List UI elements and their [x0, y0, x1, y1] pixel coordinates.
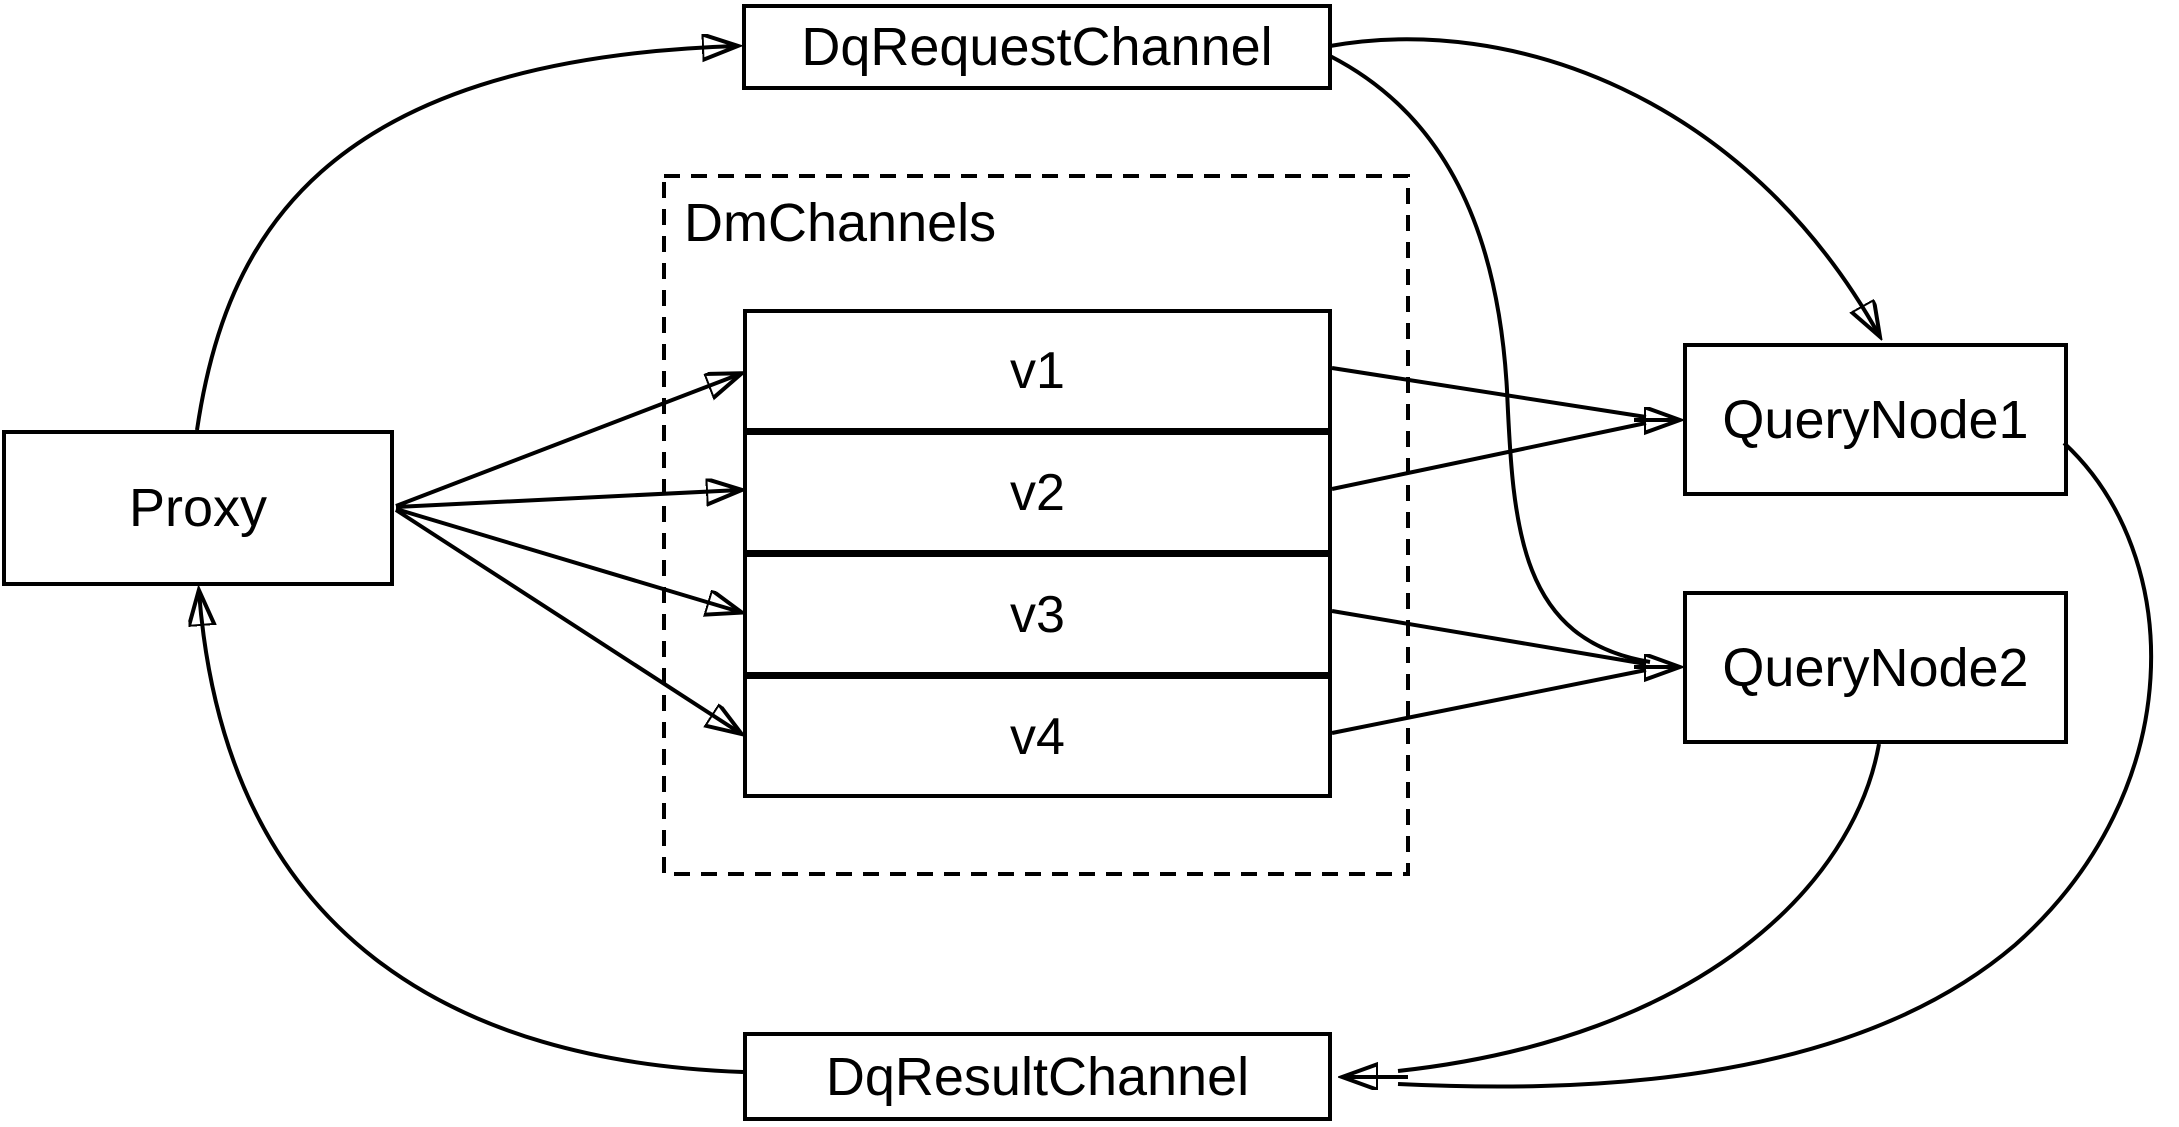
- dm-channels-stack: v1 v2 v3 v4: [743, 309, 1332, 798]
- edge-dqrequestchannel-to-querynode1: [1329, 37, 1879, 335]
- channel-row-v1: v1: [747, 313, 1328, 435]
- node-proxy: Proxy: [2, 430, 394, 586]
- node-dq-result-channel-label: DqResultChannel: [825, 1046, 1250, 1107]
- node-query-node-1: QueryNode1: [1683, 343, 2068, 496]
- node-query-node-1-label: QueryNode1: [1722, 389, 2029, 450]
- channel-row-v2-label: v2: [1010, 463, 1065, 522]
- channel-row-v4: v4: [747, 679, 1328, 794]
- channel-row-v3-label: v3: [1010, 585, 1065, 644]
- node-dq-result-channel: DqResultChannel: [743, 1032, 1332, 1121]
- channel-row-v3: v3: [747, 557, 1328, 679]
- edge-v1-to-querynode1: [1331, 366, 1647, 419]
- edge-proxy-to-v3: [395, 507, 740, 612]
- edge-dqresultchannel-to-proxy: [199, 592, 744, 1074]
- channel-row-v1-label: v1: [1010, 341, 1065, 400]
- node-dq-request-channel-label: DqRequestChannel: [801, 17, 1273, 77]
- channel-row-v4-label: v4: [1010, 707, 1065, 766]
- channel-row-v2: v2: [747, 435, 1328, 557]
- edge-querynode2-to-dqresultchannel: [1397, 743, 1881, 1073]
- edge-querynode1-to-dqresultchannel: [1397, 441, 2154, 1089]
- edge-proxy-to-v2: [395, 490, 740, 509]
- edge-proxy-to-v4: [394, 508, 740, 733]
- dm-channels-group-label: DmChannels: [684, 193, 997, 253]
- node-query-node-2-label: QueryNode2: [1722, 637, 2029, 698]
- edge-proxy-to-v1: [395, 374, 740, 508]
- edge-dqrequestchannel-to-querynode2: [1329, 54, 1651, 664]
- edge-proxy-to-dqrequestchannel: [195, 46, 736, 431]
- node-proxy-label: Proxy: [128, 478, 268, 538]
- node-dq-request-channel: DqRequestChannel: [742, 4, 1332, 90]
- node-query-node-2: QueryNode2: [1683, 591, 2068, 744]
- edge-v4-to-querynode2: [1331, 668, 1647, 735]
- edge-v3-to-querynode2: [1331, 609, 1647, 666]
- edge-v2-to-querynode1: [1331, 421, 1647, 491]
